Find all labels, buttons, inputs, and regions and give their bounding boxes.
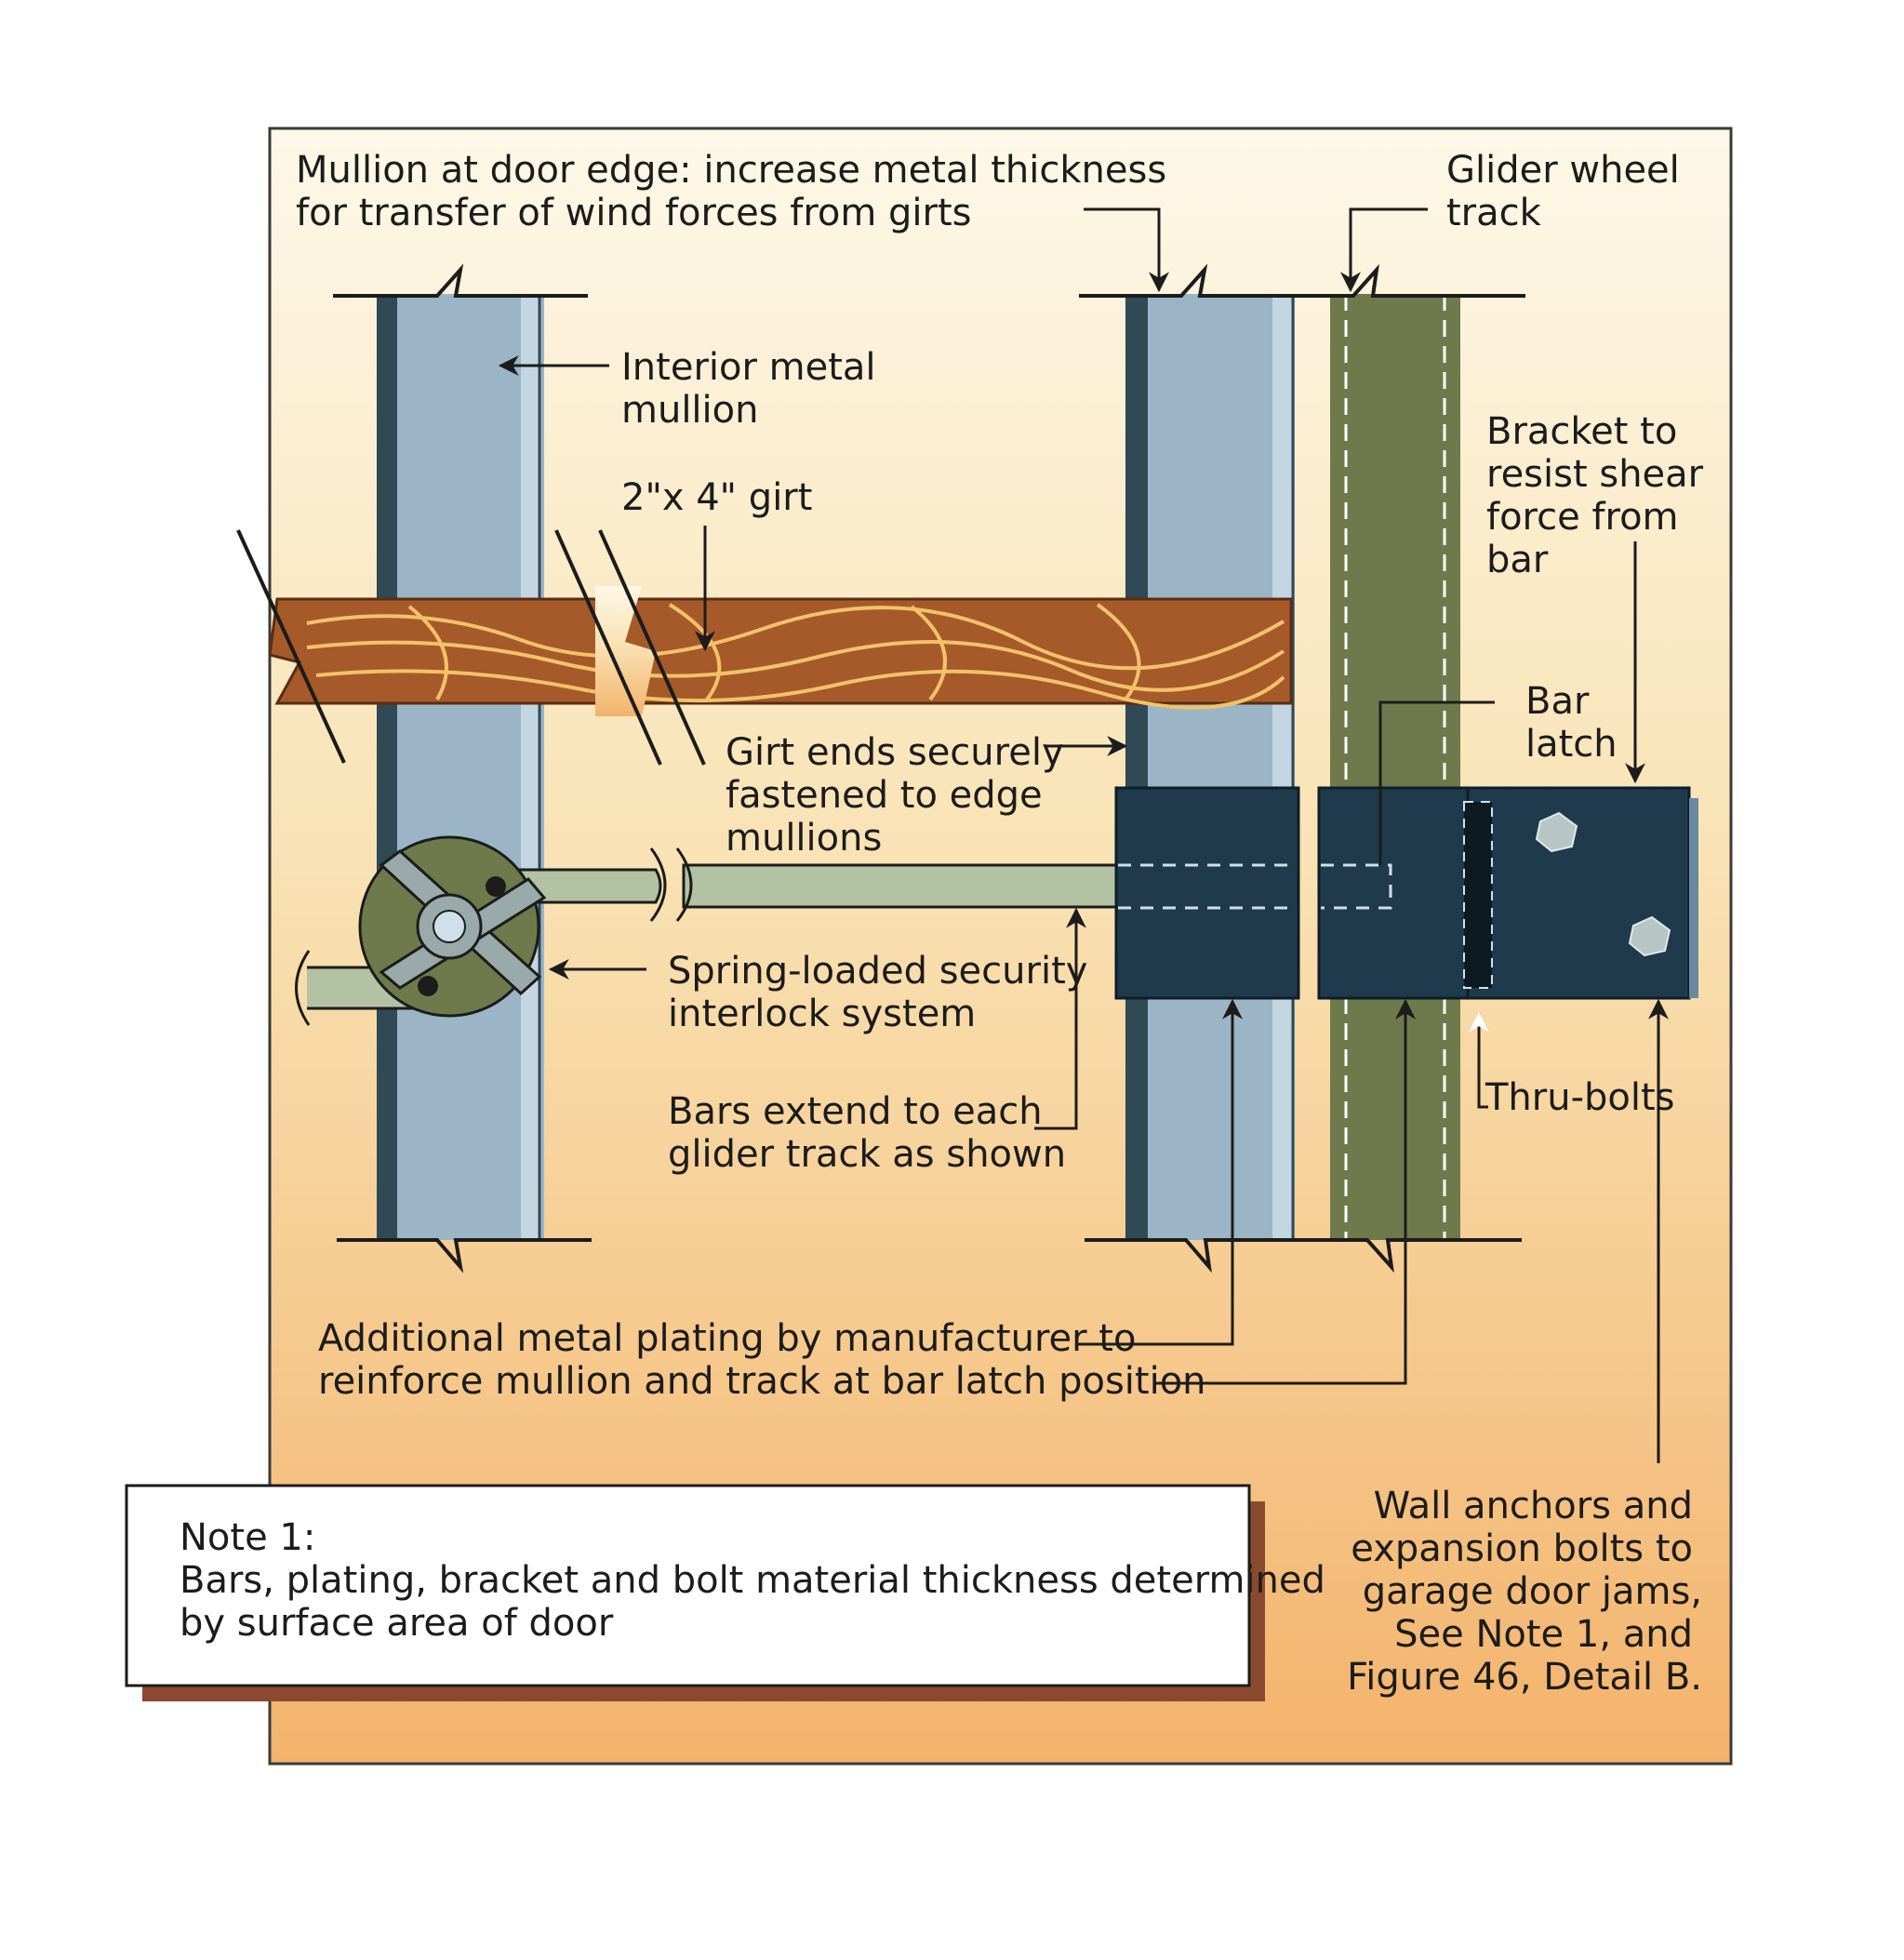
label-glider-track-1: Glider wheel [1446,149,1680,192]
label-bar-latch-2: latch [1525,723,1618,766]
label-interlock-2: interlock system [668,993,976,1035]
label-mullion-edge-1: Mullion at door edge: increase metal thi… [296,149,1166,192]
label-thru-bolts: Thru-bolts [1485,1076,1675,1119]
label-bar-latch-1: Bar [1525,680,1590,723]
label-girt-ends-2: fastened to edge [726,774,1043,817]
label-interior-mullion-1: Interior metal [621,346,876,389]
bracket [1463,786,1698,1000]
edge-mullion [1125,294,1295,1240]
label-girt-ends-1: Girt ends securely [726,731,1064,774]
label-bracket-3: force from [1486,496,1679,539]
interior-mullion [333,263,592,1273]
label-glider-track-2: track [1446,192,1542,234]
note-line-1: Bars, plating, bracket and bolt material… [180,1559,1325,1602]
label-wall-anchors-5: Figure 46, Detail B. [1347,1656,1702,1699]
label-wall-anchors-4: See Note 1, and [1394,1613,1693,1656]
label-wall-anchors-3: garage door jams, [1363,1570,1702,1613]
reinforcing-plates [1114,786,1470,1000]
label-bracket-1: Bracket to [1486,410,1677,453]
label-bars-extend-2: glider track as shown [668,1133,1066,1176]
label-plating-1: Additional metal plating by manufacturer… [318,1317,1136,1360]
label-interior-mullion-2: mullion [621,389,758,432]
labels: Mullion at door edge: increase metal thi… [296,149,1704,1699]
label-wall-anchors-1: Wall anchors and [1374,1485,1693,1527]
label-bars-extend-1: Bars extend to each [668,1090,1043,1133]
note-title: Note 1: [180,1516,315,1559]
interlock-mechanism [358,835,547,1018]
label-interlock-1: Spring-loaded security [668,950,1087,993]
label-wall-anchors-2: expansion bolts to [1351,1527,1693,1570]
label-girt: 2"x 4" girt [621,476,812,519]
label-plating-2: reinforce mullion and track at bar latch… [318,1360,1206,1403]
glider-track [1079,263,1525,1273]
girt [236,529,1293,766]
label-girt-ends-3: mullions [726,817,882,860]
label-bracket-4: bar [1486,539,1549,581]
label-mullion-edge-2: for transfer of wind forces from girts [296,192,972,234]
note-box: Note 1: Bars, plating, bracket and bolt … [125,1484,1325,1701]
note-line-2: by surface area of door [180,1602,614,1645]
label-bracket-2: resist shear [1486,453,1704,496]
leader-lines [498,207,1669,1463]
